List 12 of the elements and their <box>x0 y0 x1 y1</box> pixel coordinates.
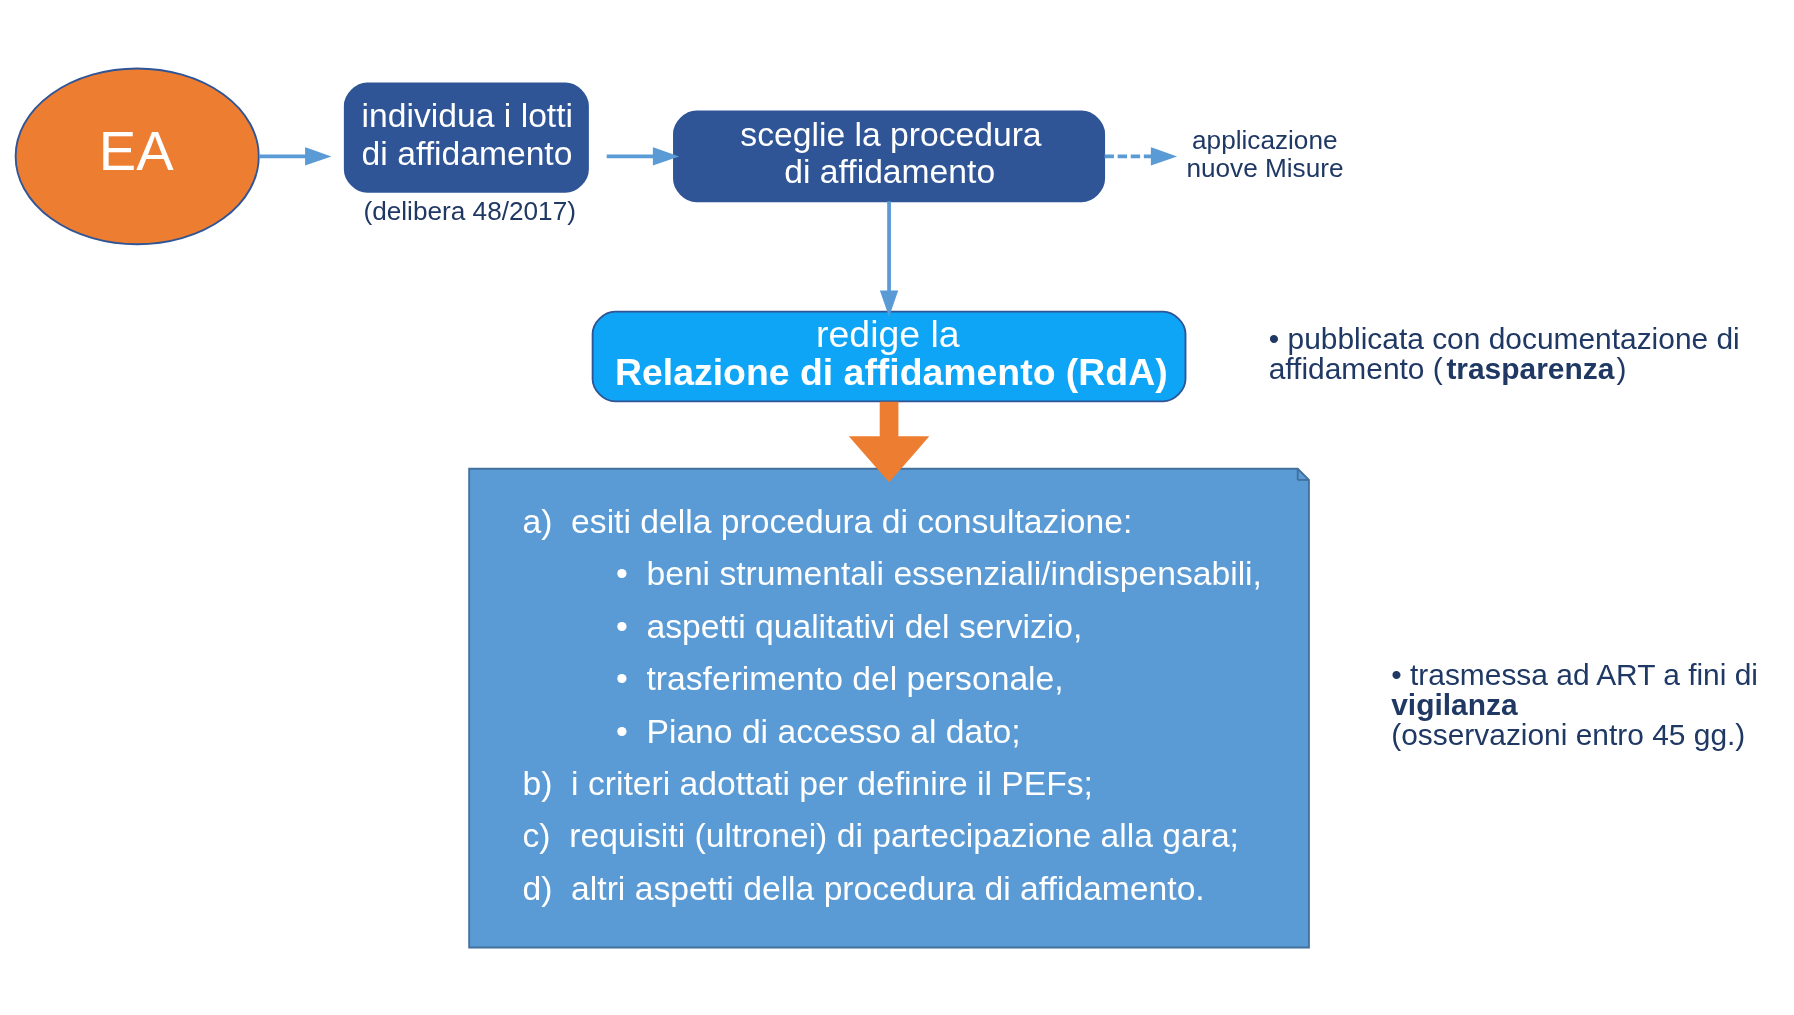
node-ellipse: EA <box>14 67 260 245</box>
node-box: sceglie la procedura di affidamento <box>673 110 1106 202</box>
label: • trasmessa ad ART a fini di vigilanza (osservazioni entro 45 gg.) <box>1391 657 1758 751</box>
label: • pubblicata con documentazione di affidamento (trasparenza) <box>1268 321 1740 385</box>
arrow <box>848 401 930 482</box>
arrow <box>606 146 680 166</box>
node-text: applicazione nuove Misure <box>1186 124 1344 183</box>
arrow <box>1104 146 1178 166</box>
arrow <box>259 146 332 166</box>
node-label: (delibera 48/2017) <box>363 195 576 226</box>
arrow <box>879 200 899 317</box>
node-box: redige la Relazione di affidamento (RdA) <box>591 310 1187 402</box>
